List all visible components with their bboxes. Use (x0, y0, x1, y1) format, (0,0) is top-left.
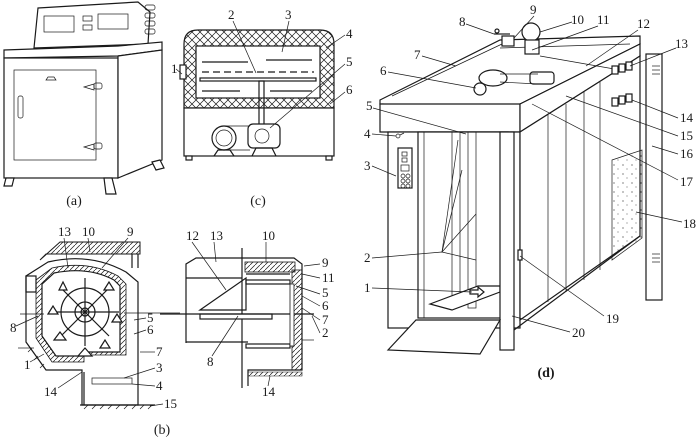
labels-b-side: 12 13 10 9 11 5 6 7 2 8 14 (186, 228, 335, 399)
label-c-6: 6 (346, 82, 353, 97)
panel-b-rotary-side: 12 13 10 9 11 5 6 7 2 8 14 (160, 228, 335, 399)
labels-b: 13 10 9 8 5 6 7 1 3 4 14 15 (10, 224, 177, 411)
door-hinge-bottom (82, 142, 103, 151)
label-d-11: 11 (597, 12, 610, 27)
label-d-6: 6 (380, 63, 387, 78)
label-b2-6: 6 (322, 298, 329, 313)
label-b2-8: 8 (207, 354, 214, 369)
label-d-19: 19 (606, 311, 619, 326)
foot (3, 177, 15, 187)
label-d-20: 20 (572, 325, 585, 340)
label-b2-12: 12 (186, 228, 199, 243)
label-b-8: 8 (10, 320, 17, 335)
drive-motor (521, 22, 541, 42)
idler-pulley (473, 82, 487, 96)
label-d-14: 14 (680, 110, 694, 125)
console-button (82, 15, 93, 22)
display-left (43, 15, 75, 33)
label-b-14: 14 (44, 384, 58, 399)
label-c-4: 4 (346, 26, 353, 41)
label-d-5: 5 (366, 98, 373, 113)
rack-column (467, 131, 477, 309)
labels-c: 1 2 3 4 5 6 (171, 7, 353, 129)
motor (211, 125, 237, 151)
label-d-9: 9 (530, 2, 537, 17)
label-b2-13: 13 (210, 228, 223, 243)
label-c-5: 5 (346, 54, 353, 69)
oven-side (117, 49, 163, 179)
oven-front (3, 57, 119, 179)
label-b2-5: 5 (322, 285, 329, 300)
label-b-13: 13 (58, 224, 71, 239)
caption-d: (d) (537, 366, 554, 381)
panel-b-rotary-front: 13 10 9 8 5 6 7 1 3 4 14 15 (b) (10, 224, 180, 438)
label-d-7: 7 (414, 47, 421, 62)
label-c-3: 3 (285, 7, 292, 22)
label-b-5: 5 (147, 310, 154, 325)
label-b-3: 3 (156, 360, 163, 375)
label-d-15: 15 (680, 128, 693, 143)
label-d-18: 18 (683, 216, 696, 231)
insulation (611, 149, 643, 261)
label-b-10: 10 (82, 224, 95, 239)
label-d-16: 16 (680, 146, 694, 161)
display-right (97, 13, 129, 30)
knobs (144, 4, 156, 35)
front-header (379, 103, 521, 133)
panel-a-box-oven: (a) (3, 1, 165, 209)
label-c-2: 2 (228, 7, 235, 22)
tray (199, 77, 317, 82)
label-d-8: 8 (459, 14, 466, 29)
label-d-1: 1 (364, 280, 371, 295)
rotary-wheel (46, 278, 124, 357)
label-b-15: 15 (164, 396, 177, 411)
label-b-7: 7 (156, 344, 163, 359)
label-d-10: 10 (571, 12, 584, 27)
door-opening (417, 131, 509, 319)
label-d-13: 13 (675, 36, 688, 51)
loading-ramp (386, 319, 502, 355)
caption-c-text: (c) (250, 194, 266, 209)
label-b2-11: 11 (322, 270, 335, 285)
gearbox (524, 39, 540, 55)
caption-b: (b) (154, 423, 171, 438)
label-d-4: 4 (364, 126, 371, 141)
rotation-arrow-icon (469, 285, 485, 299)
side-door (645, 53, 663, 301)
door-hinge-top (82, 82, 103, 91)
blower (529, 71, 555, 85)
label-b2-9: 9 (322, 255, 329, 270)
label-b2-10: 10 (262, 228, 275, 243)
label-d-2: 2 (364, 250, 371, 265)
label-d-12: 12 (637, 16, 650, 31)
side-port (179, 64, 187, 80)
label-b2-14: 14 (262, 384, 276, 399)
fan-housing (247, 123, 281, 149)
label-b-6: 6 (147, 322, 154, 337)
door-handle (17, 95, 24, 119)
label-b-9: 9 (127, 224, 134, 239)
label-b2-7: 7 (322, 312, 329, 327)
bracket (501, 35, 515, 47)
front-door (499, 131, 515, 351)
label-b2-2: 2 (322, 325, 329, 340)
label-b-1: 1 (24, 357, 31, 372)
door-vent (45, 76, 57, 81)
foot (151, 159, 165, 171)
oven-door (13, 69, 97, 161)
panel-d-rack-oven: 8 9 10 11 12 13 7 6 5 4 3 14 15 (364, 2, 696, 381)
label-b-4: 4 (156, 378, 163, 393)
labels-d: 8 9 10 11 12 13 7 6 5 4 3 14 15 (364, 2, 696, 340)
panel-c-fan-oven: 1 2 3 4 5 6 (a) (c) (171, 7, 353, 209)
label-d-3: 3 (364, 158, 371, 173)
door-latch (517, 249, 523, 261)
label-c-1: 1 (171, 61, 178, 76)
console-button (82, 24, 93, 31)
label-d-17: 17 (680, 174, 694, 189)
caption-a: (a) (66, 194, 82, 209)
foot (103, 177, 117, 195)
